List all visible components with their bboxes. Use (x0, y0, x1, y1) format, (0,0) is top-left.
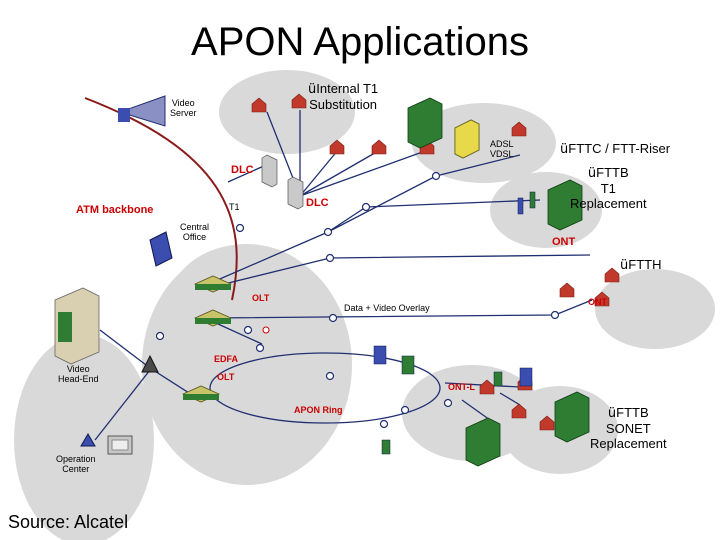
house-icon (511, 121, 527, 137)
link-dlc-1 (227, 164, 267, 183)
house-icon (539, 415, 555, 431)
video-server-dish (118, 108, 130, 122)
central-office-switch-icon (149, 231, 173, 267)
label-fttb-sonet-text: FTTB SONET Replacement (590, 405, 667, 451)
link-operation (94, 369, 151, 441)
olt-base (183, 394, 219, 400)
label-dlc-1: DLC (231, 164, 254, 176)
label-data-video-overlay: Data + Video Overlay (344, 303, 430, 313)
link-edfa (217, 323, 263, 345)
source-credit: Source: Alcatel (8, 512, 129, 532)
node (379, 419, 389, 429)
ont-box-icon (519, 367, 533, 387)
ont-box-icon (401, 355, 415, 375)
label-dlc-2: DLC (306, 197, 329, 209)
ont-box-icon (381, 439, 391, 455)
node (325, 371, 335, 381)
label-fttc-text: FTTC / FTT-Riser (568, 141, 671, 156)
house-icon (604, 267, 620, 283)
house-icon (371, 139, 387, 155)
node (443, 398, 453, 408)
apon-ring (209, 352, 441, 424)
label-fttb-t1-text: FTTB T1 Replacement (570, 165, 647, 211)
house-icon (594, 291, 610, 307)
node (431, 171, 441, 181)
node (400, 405, 410, 415)
label-internal-t1-text: Internal T1 Substitution (309, 81, 379, 112)
label-adsl-vdsl: ADSL VDSL (490, 139, 514, 160)
label-operation-center: Operation Center (56, 454, 96, 475)
ont-box-icon (493, 371, 503, 387)
house-icon (511, 403, 527, 419)
node (361, 202, 371, 212)
halo-headend (14, 335, 154, 540)
label-edfa: EDFA (214, 354, 239, 364)
ont-box-icon (373, 345, 387, 365)
label-ont-l: ONT-L (448, 382, 475, 392)
label-olt-1: OLT (252, 293, 270, 303)
node (323, 227, 333, 237)
house-icon (479, 379, 495, 395)
checkmark: ü (560, 142, 569, 157)
ont-box-icon (529, 191, 536, 209)
node (255, 343, 265, 353)
headend-windows (58, 312, 72, 342)
label-central-office: Central Office (180, 222, 210, 243)
headend-building-icon (54, 287, 100, 365)
building-icon (547, 179, 583, 231)
building-icon (465, 417, 501, 467)
label-t1: T1 (229, 202, 240, 212)
house-icon (329, 139, 345, 155)
label-fttc: üFTTC / FTT-Riser (560, 141, 671, 158)
node (155, 331, 165, 341)
dlc-cabinet-icon (261, 154, 278, 188)
house-icon (251, 97, 267, 113)
label-ont-2: ONT (588, 297, 607, 307)
label-atm-backbone: ATM backbone (76, 204, 154, 216)
node (325, 253, 335, 263)
halo-central-office (142, 245, 352, 485)
operation-monitor-screen (111, 439, 129, 451)
adsl-cabinet-icon (454, 119, 480, 159)
house-icon (559, 282, 575, 298)
video-server-icon (118, 95, 166, 127)
node (328, 313, 338, 323)
checkmark: ü (587, 166, 597, 181)
edfa-amplifier-icon (262, 326, 270, 334)
label-video-server: Video Server (170, 98, 197, 119)
label-internal-t1: üInternal T1 Substitution (308, 81, 379, 113)
node (550, 310, 560, 320)
building-icon (554, 391, 590, 443)
node (243, 325, 253, 335)
olt-base (195, 284, 231, 290)
halo-ftth (595, 269, 715, 349)
dlc-cabinet-icon (287, 176, 304, 210)
node (235, 223, 245, 233)
olt-base (195, 318, 231, 324)
checkmark: ü (620, 258, 629, 273)
label-apon-ring: APON Ring (294, 405, 343, 415)
feeder-main (205, 154, 521, 286)
house-icon (291, 93, 307, 109)
page-title: APON Applications (191, 20, 529, 64)
label-ftth: üFTTH (620, 257, 662, 274)
ont-box-icon (517, 197, 524, 215)
satellite-dish-icon (141, 354, 159, 373)
label-olt-2: OLT (217, 372, 235, 382)
label-fttb-sonet: üFTTB SONET Replacement (590, 405, 667, 452)
label-ftth-text: FTTH (628, 257, 662, 272)
link-dlc-fan (266, 110, 429, 197)
building-icon (407, 97, 443, 149)
atm-backbone-curve (84, 97, 238, 301)
halo-internal-t1 (219, 70, 355, 154)
label-video-headend: Video Head-End (58, 364, 99, 385)
operation-center-pyramid-icon (80, 433, 96, 447)
checkmark: ü (607, 406, 617, 421)
label-ont-1: ONT (552, 236, 576, 248)
checkmark: ü (308, 82, 317, 97)
label-fttb-t1: üFTTB T1 Replacement (570, 165, 647, 212)
